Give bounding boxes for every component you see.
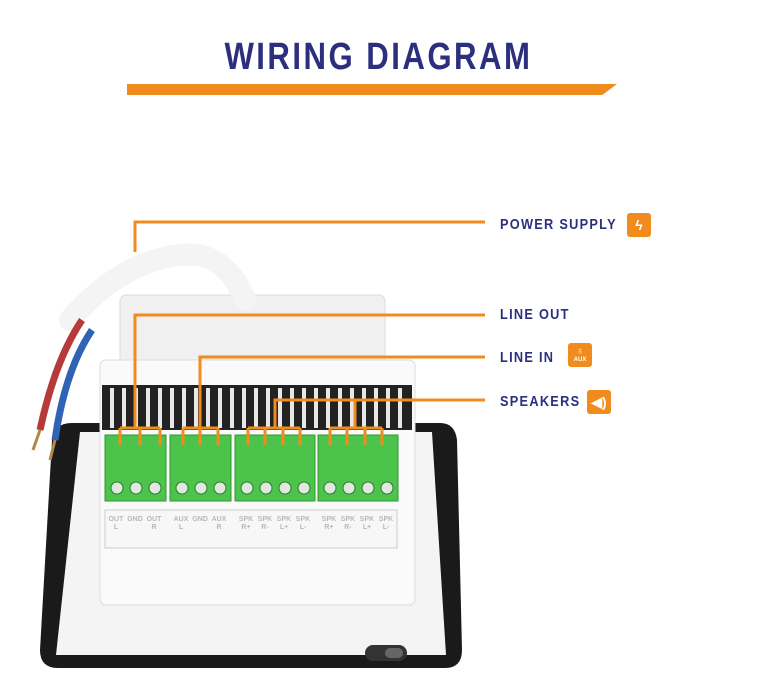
terminal-label-line: AUX: [173, 516, 189, 523]
terminal-label-line: R+: [324, 524, 334, 531]
callout-lines: [118, 220, 485, 445]
heatsink-fin: [146, 388, 150, 428]
callout-line-in: LINE IN: [500, 349, 555, 366]
heatsink-fin: [314, 388, 318, 428]
heatsink-fin: [170, 388, 174, 428]
lightning-icon: ϟ: [627, 213, 651, 237]
label-strip: [104, 509, 398, 549]
heatsink-fin: [206, 388, 210, 428]
terminal-label-line: R: [151, 524, 157, 531]
power-supply-leader: [133, 220, 485, 252]
terminal-label-line: SPK: [276, 516, 292, 523]
heatsink-fin: [122, 388, 126, 428]
terminal-label-line: SPK: [257, 516, 273, 523]
speakers-leader: [246, 398, 485, 445]
page-title: WIRING DIAGRAM: [224, 36, 533, 78]
terminal-screw: [323, 481, 337, 495]
heatsink-fin: [386, 388, 390, 428]
line-in-leader: [181, 355, 485, 445]
terminal-screw: [148, 481, 162, 495]
heatsink-fin: [350, 388, 354, 428]
terminal-screw: [278, 481, 292, 495]
terminal-label-line: L: [113, 524, 119, 531]
heatsink-fin: [278, 388, 282, 428]
terminal-label: GND: [192, 516, 208, 524]
wire-red: [36, 318, 85, 431]
heatsink-fin: [362, 388, 366, 428]
heatsink-fin: [230, 388, 234, 428]
aux-badge-label: AUX: [573, 357, 587, 363]
callout-power-supply: POWER SUPPLY: [500, 216, 617, 233]
terminal-label-line: R: [216, 524, 222, 531]
terminal-label-line: GND: [192, 516, 208, 523]
terminal-screw: [194, 481, 208, 495]
terminal-screw: [240, 481, 254, 495]
terminal-label-line: R+: [241, 524, 251, 531]
terminal-label-line: GND: [127, 516, 143, 523]
terminal-screw: [361, 481, 375, 495]
speaker-icon: ◀): [587, 390, 611, 414]
callout-line-out: LINE OUT: [500, 306, 570, 323]
heatsink-fin: [158, 388, 162, 428]
heatsink-fin: [338, 388, 342, 428]
terminal-label: GND: [127, 516, 143, 524]
wire-blue: [51, 328, 95, 441]
terminal-label-line: L: [178, 524, 184, 531]
terminal-label-line: OUT: [108, 516, 124, 523]
terminal-screw: [380, 481, 394, 495]
terminal-screw: [129, 481, 143, 495]
heatsink-fin: [326, 388, 330, 428]
heatsink-fin: [398, 388, 402, 428]
heatsink-fin: [290, 388, 294, 428]
terminal-screw: [297, 481, 311, 495]
terminal-label-line: SPK: [359, 516, 375, 523]
terminal-label-line: L+: [362, 524, 372, 531]
terminal-label-line: SPK: [295, 516, 311, 523]
terminal-label-line: R-: [344, 524, 352, 531]
heatsink-fin: [110, 388, 114, 428]
heatsink-fin: [242, 388, 246, 428]
callout-speakers: SPEAKERS: [500, 393, 581, 410]
terminal-label-line: SPK: [238, 516, 254, 523]
line-out-leader: [118, 313, 485, 445]
terminal-screw: [175, 481, 189, 495]
terminal-label-line: SPK: [321, 516, 337, 523]
terminal-label-line: R-: [261, 524, 269, 531]
terminal-label-line: OUT: [146, 516, 162, 523]
terminal-screw: [213, 481, 227, 495]
terminal-label-line: L-: [382, 524, 390, 531]
aux-icon: ♁AUX: [568, 343, 592, 367]
heatsink-fin: [254, 388, 258, 428]
heatsink-fin: [374, 388, 378, 428]
terminal-label-line: L+: [279, 524, 289, 531]
terminal-screw: [110, 481, 124, 495]
terminal-label-line: AUX: [211, 516, 227, 523]
heatsink-fin: [182, 388, 186, 428]
terminal-screw: [259, 481, 273, 495]
heatsink-fin: [218, 388, 222, 428]
heatsink-fin: [194, 388, 198, 428]
terminal-label-line: SPK: [340, 516, 356, 523]
heatsink-fin: [266, 388, 270, 428]
terminal-label-line: SPK: [378, 516, 394, 523]
power-cable: [59, 243, 256, 331]
heatsink-fin: [302, 388, 306, 428]
terminal-label-line: L-: [299, 524, 307, 531]
terminal-screw: [342, 481, 356, 495]
title-underline: [127, 84, 617, 95]
